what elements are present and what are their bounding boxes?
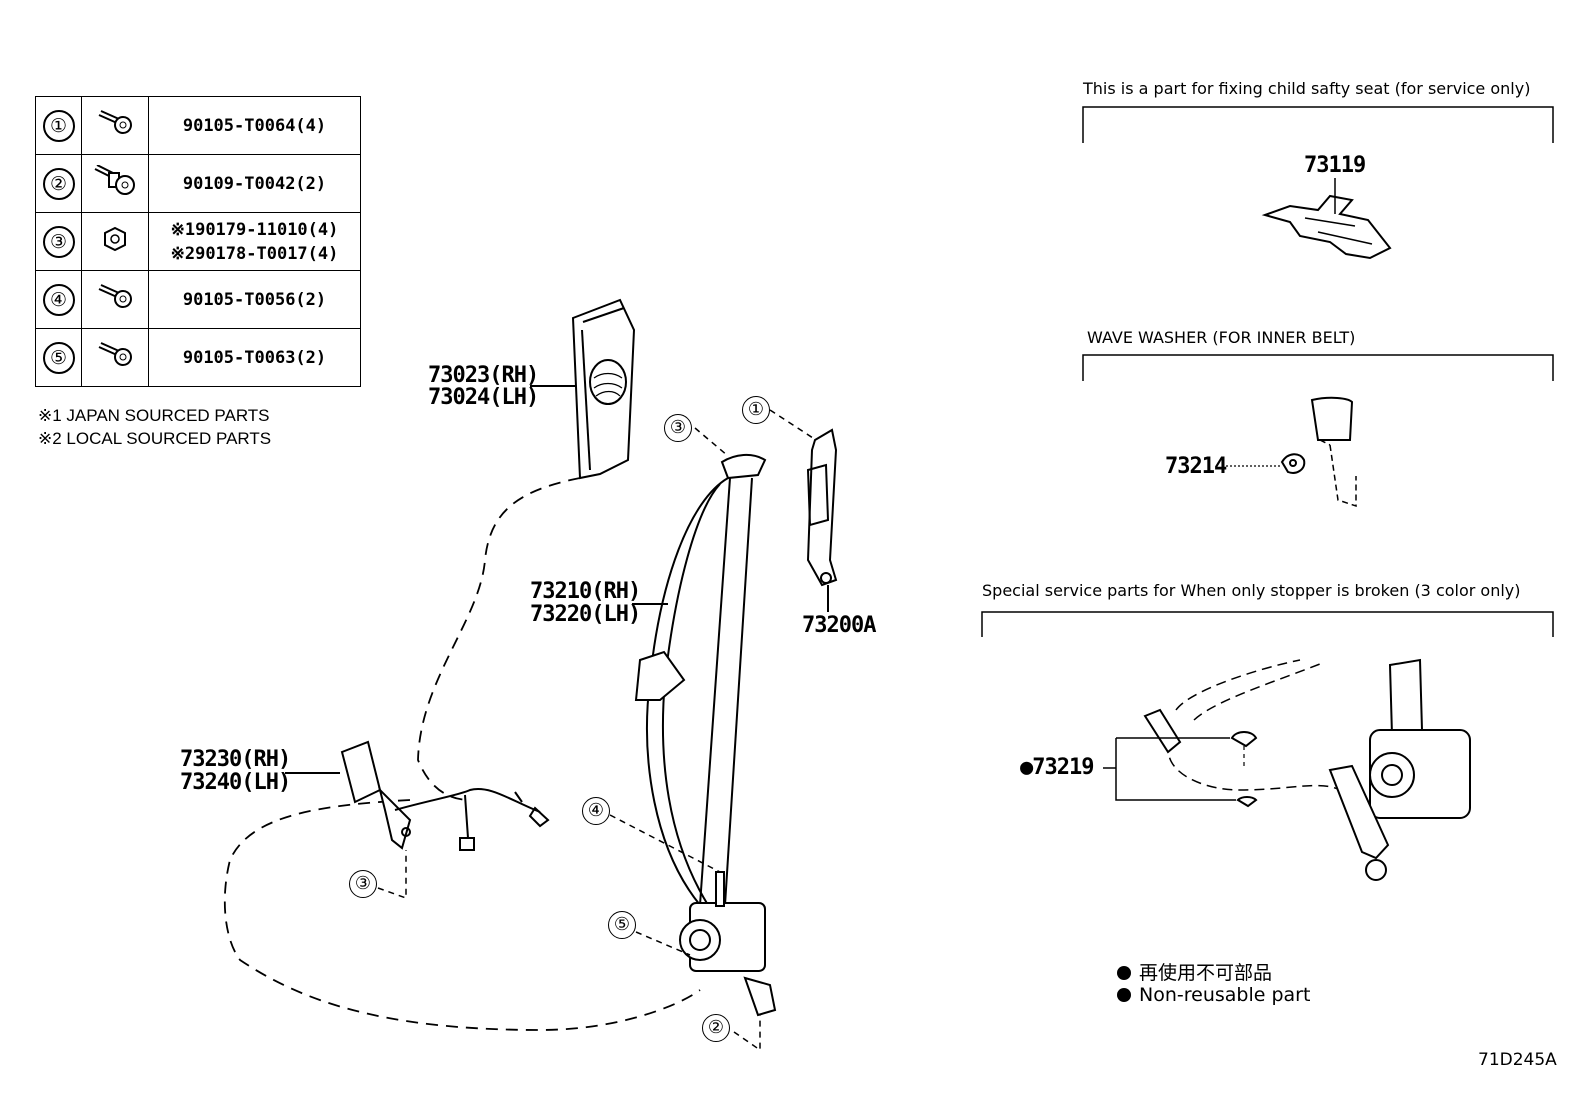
stopper-detail-drawing	[1103, 658, 1471, 881]
bracket-wave-washer	[1082, 354, 1554, 381]
fastener-table: ① 90105-T0064(4) ② 90109-T0042(2) ③ ※190…	[35, 96, 361, 387]
label-pillar-lh: 73024(LH)	[428, 385, 539, 410]
callout-4: ④	[582, 797, 610, 825]
diagram-code: 71D245A	[1478, 1050, 1557, 1070]
note-local-sourced: ※2 LOCAL SOURCED PARTS	[38, 429, 272, 448]
label-stopper-part: ●73219	[1020, 755, 1094, 780]
bracket-stopper	[981, 611, 1554, 637]
bolt-icon	[98, 110, 132, 134]
legend-text-jp: 再使用不可部品	[1139, 962, 1273, 984]
label-belt-lh: 73220(LH)	[530, 602, 641, 627]
table-row: ① 90105-T0064(4)	[35, 96, 361, 155]
label-adjuster: 73200A	[802, 613, 876, 638]
seat-outline	[223, 477, 701, 1031]
callout-2: ②	[702, 1014, 730, 1042]
legend-non-reusable-jp: 再使用不可部品	[1117, 958, 1272, 985]
part-number: 90105-T0064(4)	[182, 115, 327, 136]
table-row: ⑤ 90105-T0063(2)	[35, 328, 361, 387]
table-row: ④ 90105-T0056(2)	[35, 270, 361, 329]
label-buckle-lh: 73240(LH)	[180, 770, 291, 795]
caption-child-seat: This is a part for fixing child safty se…	[1083, 79, 1531, 98]
bolt-icon	[98, 342, 132, 366]
callout-5: ⑤	[608, 911, 636, 939]
callout-3: ③	[664, 414, 692, 442]
label-wave-washer-part: 73214	[1165, 454, 1227, 479]
buckle-drawing	[340, 740, 550, 851]
row-number: ②	[42, 167, 75, 200]
seat-belt-drawing	[634, 454, 777, 1017]
bullet-icon	[1117, 966, 1131, 980]
caption-stopper: Special service parts for When only stop…	[982, 581, 1521, 600]
part-number: 90109-T0042(2)	[182, 173, 327, 194]
bullet-icon	[1117, 988, 1131, 1002]
child-seat-plate-drawing	[1261, 178, 1392, 260]
label-pillar-rh: 73023(RH)	[428, 363, 539, 388]
bracket-child-seat	[1082, 106, 1554, 143]
note-japan-sourced: ※1 JAPAN SOURCED PARTS	[38, 406, 270, 425]
label-buckle-rh: 73230(RH)	[180, 747, 291, 772]
adjuster-drawing	[806, 428, 838, 612]
bolt-icon	[98, 284, 132, 308]
row-number: ③	[42, 225, 75, 258]
table-row: ② 90109-T0042(2)	[35, 154, 361, 213]
part-number: ※290178-T0017(4)	[170, 243, 339, 264]
row-number: ④	[42, 283, 75, 316]
row-number: ①	[42, 109, 75, 142]
legend-text-en: Non-reusable part	[1139, 984, 1311, 1006]
callout-1: ①	[742, 396, 770, 424]
part-number: 90105-T0063(2)	[182, 347, 327, 368]
shoulder-bolt-icon	[94, 164, 135, 195]
callout-3: ③	[349, 870, 377, 898]
legend-non-reusable-en: Non-reusable part	[1117, 984, 1310, 1006]
nut-icon	[104, 226, 126, 252]
label-belt-rh: 73210(RH)	[530, 579, 641, 604]
wave-washer-drawing	[1222, 396, 1357, 508]
part-number: ※190179-11010(4)	[170, 219, 339, 240]
pillar-trim-drawing	[571, 298, 636, 480]
caption-wave-washer: WAVE WASHER (FOR INNER BELT)	[1087, 328, 1356, 347]
row-number: ⑤	[42, 341, 75, 374]
label-child-seat-part: 73119	[1304, 153, 1366, 178]
part-number: 90105-T0056(2)	[182, 289, 327, 310]
table-row: ③ ※190179-11010(4) ※290178-T0017(4)	[35, 212, 361, 271]
